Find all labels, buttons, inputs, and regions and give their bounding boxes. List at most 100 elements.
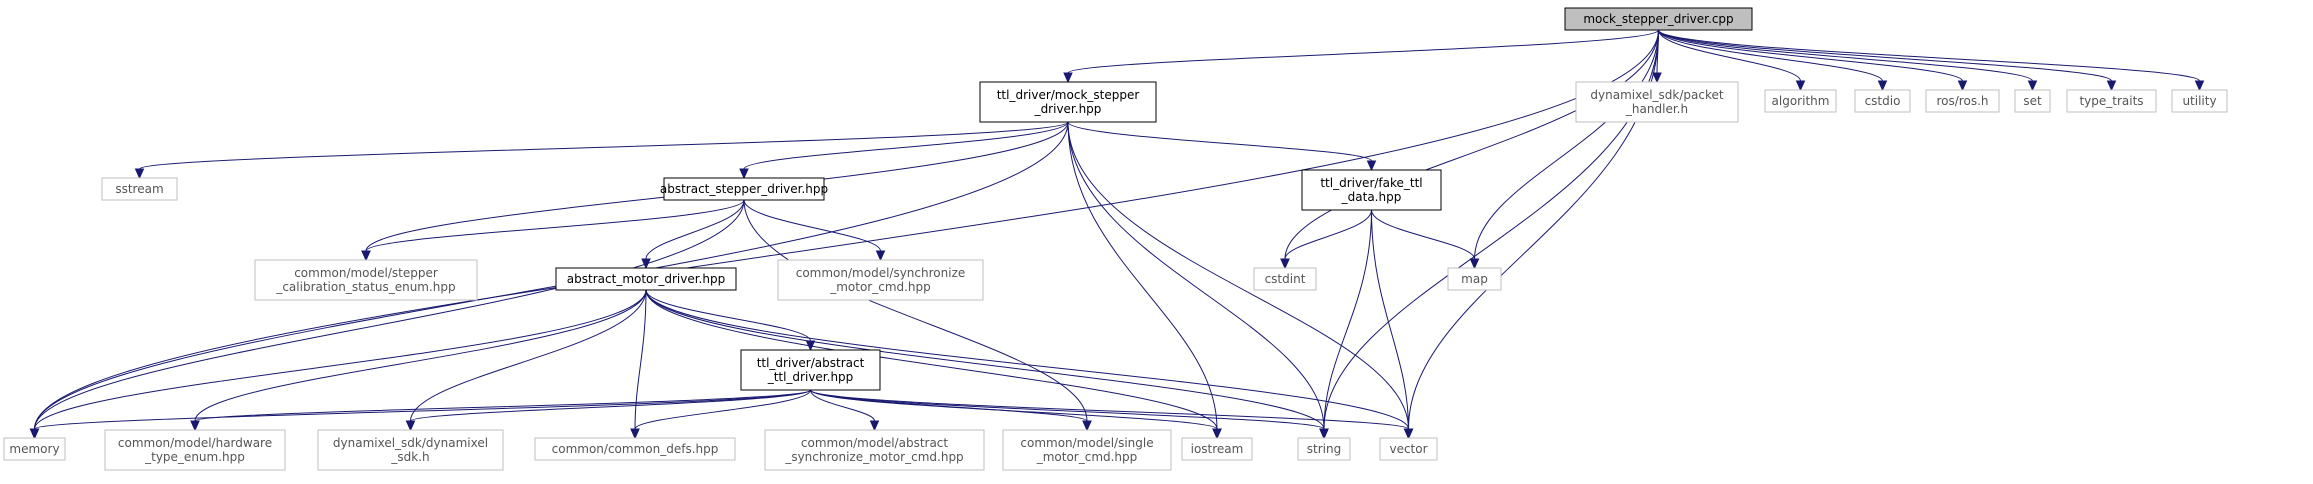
node-string[interactable]: string	[1297, 437, 1351, 461]
node-label-line: cstdio	[1865, 94, 1901, 108]
node-label-line: dynamixel_sdk/dynamixel	[333, 436, 488, 450]
edge-line	[634, 289, 647, 430]
edge-line	[1658, 29, 2200, 82]
node-set[interactable]: set	[2014, 89, 2051, 113]
node-vector[interactable]: vector	[1379, 437, 1438, 461]
node-label-line: common/model/stepper	[294, 266, 438, 280]
edge-line	[410, 389, 811, 422]
node-label-line: map	[1461, 272, 1488, 286]
edge-root-to-mock-hpp	[1063, 29, 1659, 84]
edge-arrowhead	[134, 168, 145, 180]
edge-line	[139, 121, 1069, 170]
edge-line	[645, 289, 1409, 430]
edge-line	[365, 199, 745, 252]
edge-line	[1067, 121, 1372, 162]
edge-root-to-ros	[1658, 29, 1968, 92]
edge-line	[645, 289, 1218, 430]
node-type-traits[interactable]: type_traits	[2066, 89, 2157, 113]
node-box	[317, 429, 504, 471]
edge-abs-ttl-to-dxl-sdk	[405, 389, 811, 432]
node-cstdint[interactable]: cstdint	[1253, 267, 1317, 291]
node-abs-sync[interactable]: common/model/abstract_synchronize_motor_…	[764, 429, 985, 471]
edge-abs-motor-to-common-defs	[630, 289, 647, 440]
node-cstdio[interactable]: cstdio	[1854, 89, 1911, 113]
node-map[interactable]: map	[1447, 267, 1502, 291]
edge-fake-ttl-to-vector	[1371, 209, 1414, 440]
node-common-defs[interactable]: common/common_defs.hpp	[534, 437, 736, 461]
edge-line	[1658, 29, 1963, 82]
edge-line	[1474, 29, 1659, 260]
node-mock-hpp[interactable]: ttl_driver/mock_stepper_driver.hpp	[979, 81, 1157, 123]
node-box	[1301, 169, 1442, 211]
node-label-line: utility	[2182, 94, 2216, 108]
node-abs-ttl[interactable]: ttl_driver/abstract_ttl_driver.hpp	[740, 349, 881, 391]
edge-line	[34, 199, 745, 430]
edge-abs-stepper-to-single-cmd	[743, 199, 1092, 432]
edge-line	[743, 199, 1088, 422]
edge-line	[645, 199, 745, 260]
edge-abs-ttl-to-string	[810, 389, 1329, 440]
node-box	[1854, 89, 1911, 113]
node-memory[interactable]: memory	[3, 437, 66, 461]
node-label-line: _driver.hpp	[1034, 102, 1102, 116]
node-ros[interactable]: ros/ros.h	[1925, 89, 2000, 113]
edge-root-to-map	[1469, 29, 1659, 270]
edge-line	[1658, 29, 1883, 82]
node-label-line: _data.hpp	[1341, 190, 1402, 204]
node-box	[764, 429, 985, 471]
node-iostream[interactable]: iostream	[1181, 437, 1253, 461]
edge-arrowhead	[1795, 80, 1806, 92]
edge-arrowhead	[1652, 72, 1662, 84]
edge-root-to-cstdint	[1280, 29, 1659, 270]
edge-mock-hpp-to-iostream	[1067, 121, 1222, 440]
node-box	[2014, 89, 2051, 113]
edge-line	[743, 199, 881, 252]
node-sstream[interactable]: sstream	[101, 177, 178, 201]
node-single-cmd[interactable]: common/model/single_motor_cmd.hpp	[1002, 429, 1172, 471]
edge-fake-ttl-to-cstdint	[1280, 209, 1372, 270]
edge-line	[1371, 209, 1475, 260]
node-label-line: abstract_motor_driver.hpp	[567, 272, 725, 286]
edge-line	[810, 389, 1218, 430]
edge-arrowhead	[1319, 428, 1329, 440]
edge-line	[34, 289, 647, 430]
edge-arrowhead	[1212, 428, 1222, 440]
edge-line	[1658, 29, 2033, 82]
node-utility[interactable]: utility	[2171, 89, 2228, 113]
node-packet[interactable]: dynamixel_sdk/packet_handler.h	[1575, 81, 1739, 123]
node-calib[interactable]: common/model/stepper_calibration_status_…	[254, 259, 478, 301]
edge-line	[1067, 121, 1218, 430]
node-label-line: dynamixel_sdk/packet	[1590, 88, 1723, 102]
edge-fake-ttl-to-map	[1371, 209, 1480, 270]
node-root[interactable]: mock_stepper_driver.cpp	[1564, 7, 1753, 31]
node-abs-motor[interactable]: abstract_motor_driver.hpp	[555, 267, 737, 291]
edge-arrowhead	[361, 250, 371, 262]
node-sync-cmd[interactable]: common/model/synchronize_motor_cmd.hpp	[777, 259, 984, 301]
node-box	[1764, 89, 1837, 113]
node-label-line: algorithm	[1772, 94, 1830, 108]
edge-root-to-utility	[1658, 29, 2205, 92]
node-label-line: string	[1307, 442, 1341, 456]
node-box	[740, 349, 881, 391]
edge-line	[810, 389, 1325, 430]
node-hw-enum[interactable]: common/model/hardware_type_enum.hpp	[104, 429, 286, 471]
edge-arrowhead	[1877, 80, 1888, 92]
node-label-line: iostream	[1191, 442, 1244, 456]
node-box	[101, 177, 178, 201]
edge-line	[1067, 121, 1325, 430]
edge-arrowhead	[739, 168, 749, 180]
node-algorithm[interactable]: algorithm	[1764, 89, 1837, 113]
node-label-line: _motor_cmd.hpp	[829, 280, 931, 294]
edge-arrowhead	[190, 420, 200, 432]
node-dxl-sdk[interactable]: dynamixel_sdk/dynamixel_sdk.h	[317, 429, 504, 471]
edge-abs-motor-to-dxl-sdk	[405, 289, 647, 432]
node-box	[534, 437, 736, 461]
node-box	[1575, 81, 1739, 123]
dependency-edges	[29, 29, 2205, 440]
node-box	[777, 259, 984, 301]
edge-root-to-algorithm	[1658, 29, 1806, 92]
node-abs-stepper[interactable]: abstract_stepper_driver.hpp	[660, 177, 828, 201]
node-fake-ttl[interactable]: ttl_driver/fake_ttl_data.hpp	[1301, 169, 1442, 211]
edge-line	[1284, 209, 1372, 260]
